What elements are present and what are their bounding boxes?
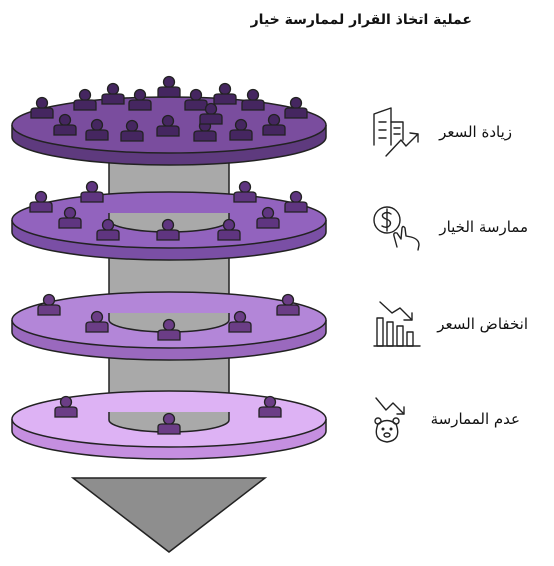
bear-falling-arrow-icon — [374, 397, 405, 443]
stage-label-4: عدم الممارسة — [430, 410, 520, 428]
disk-1 — [11, 75, 327, 166]
diagram-title: عملية اتخاذ القرار لممارسة خيار — [250, 12, 472, 28]
disk-4 — [11, 390, 327, 460]
disk-3 — [11, 291, 327, 361]
dollar-coin-pointing-hand-icon — [373, 206, 420, 251]
buildings-rising-arrow-icon — [373, 107, 419, 157]
disk-2 — [11, 180, 327, 261]
down-arrow — [70, 477, 268, 553]
stage-label-2: ممارسة الخيار — [439, 218, 528, 236]
stage-label-3: انخفاض السعر — [437, 315, 528, 333]
stage-label-1: زيادة السعر — [439, 123, 512, 141]
falling-bar-chart-icon — [373, 301, 421, 347]
